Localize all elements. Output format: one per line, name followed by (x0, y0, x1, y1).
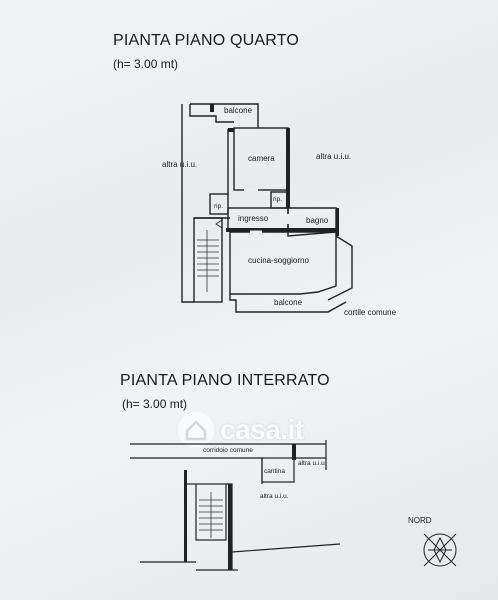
balcony-bottom-label: balcone (274, 298, 303, 307)
ingresso-label: ingresso (238, 214, 269, 223)
balcony-top-label: balcone (224, 106, 253, 115)
corridoio-comune-label: corridoio comune (203, 447, 253, 454)
rip-left-label: rip. (214, 203, 224, 210)
watermark-text: casa.it (220, 414, 304, 445)
rip-right-label: rip. (273, 196, 283, 203)
altra-uiu-left-label: altra u.i.u. (162, 160, 198, 169)
altra-uiu-right-label: altra u.i.u. (316, 152, 352, 161)
altra-uiu-basement-right-label: altra u.i.u. (298, 460, 327, 467)
cantina-label: cantina (264, 468, 285, 475)
upper-plan-height: (h= 3.00 mt) (113, 57, 179, 71)
altra-uiu-basement-bottom-label: altra u.i.u. (260, 493, 289, 500)
compass-label: NORD (408, 516, 432, 525)
upper-plan-title: PIANTA PIANO QUARTO (113, 32, 300, 49)
cucina-soggiorno-label: cucina-soggiorno (248, 256, 309, 265)
cortile-comune-label: cortile comune (344, 308, 397, 317)
lower-plan-title: PIANTA PIANO INTERRATO (120, 372, 330, 389)
casa-it-watermark: casa.it (176, 410, 304, 450)
lower-plan-height: (h= 3.00 mt) (122, 397, 188, 411)
bagno-label: bagno (306, 216, 329, 225)
house-logo-icon (178, 412, 214, 448)
camera-label: camera (248, 154, 275, 163)
